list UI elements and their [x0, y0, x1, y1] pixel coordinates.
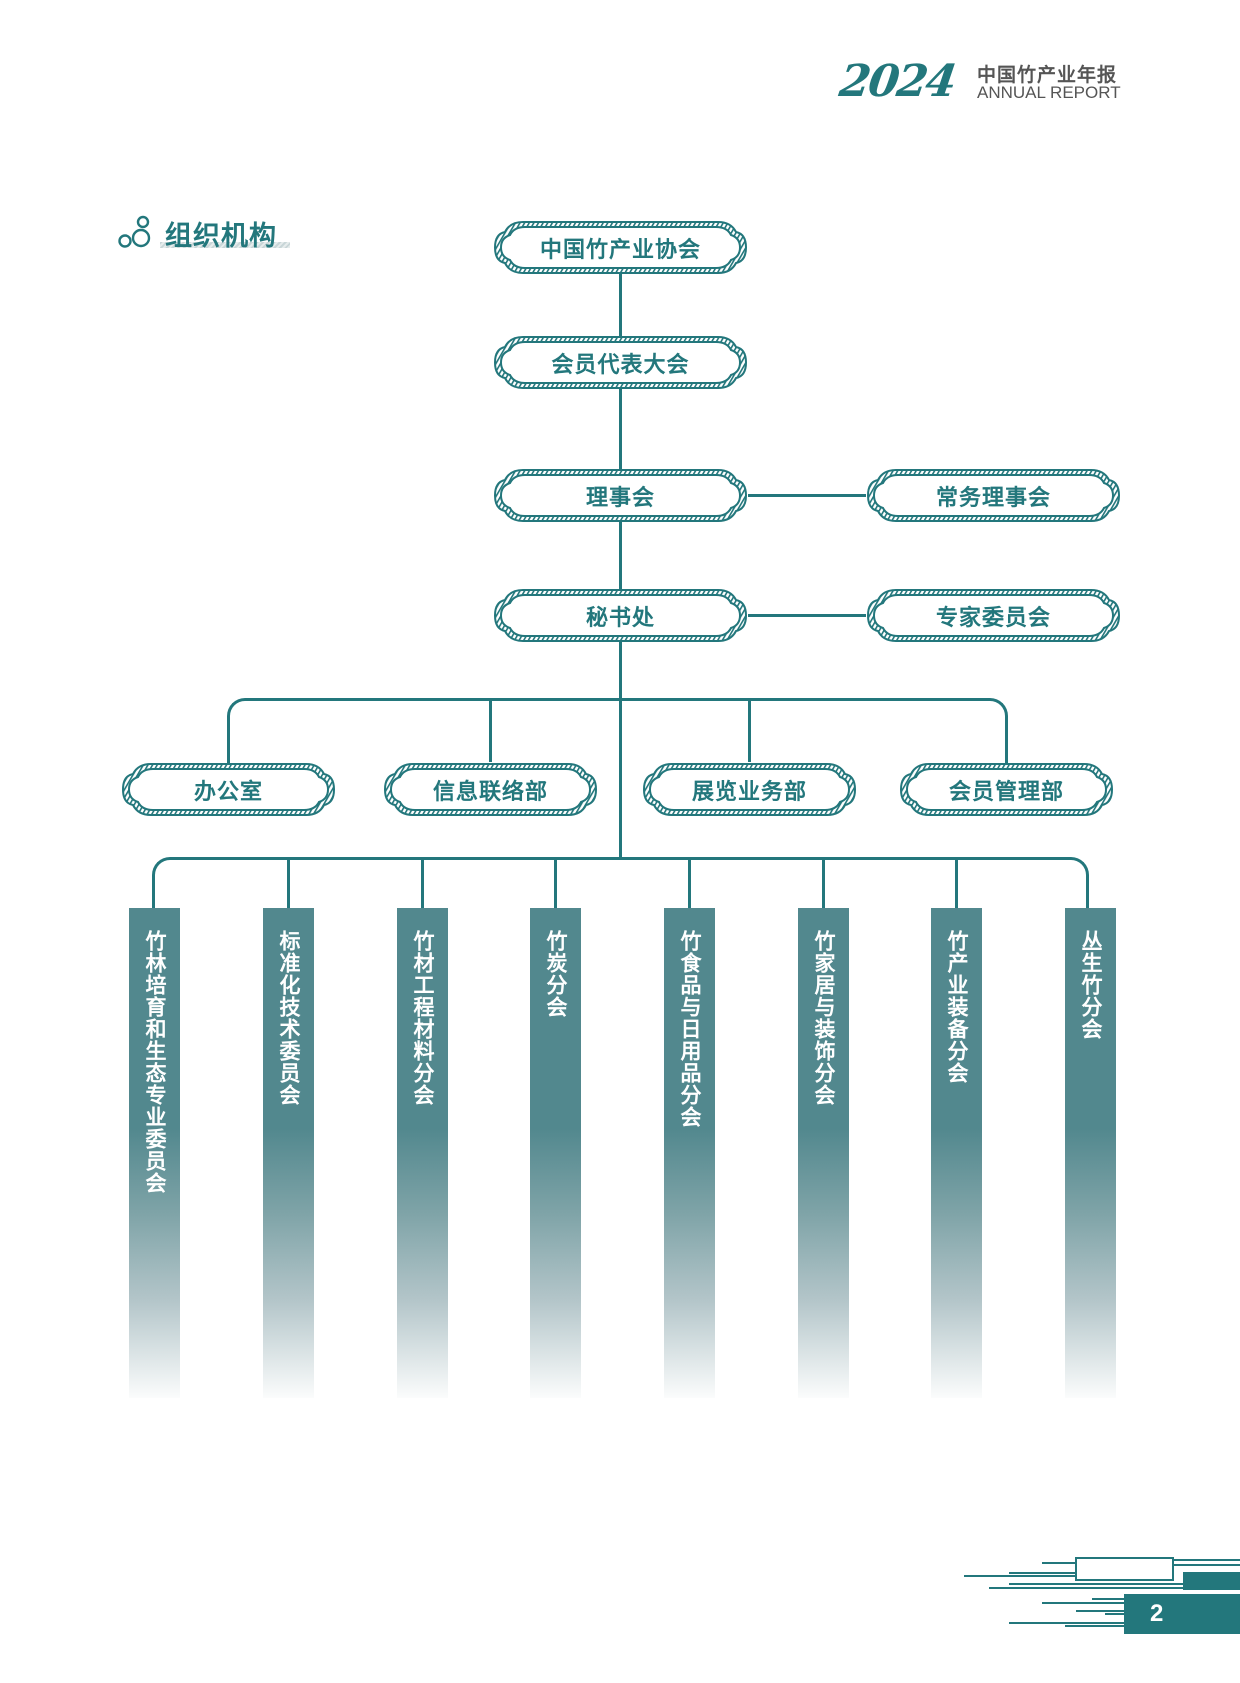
- branch-line-right-corner: [1066, 857, 1089, 911]
- circles-icon: [118, 215, 151, 248]
- node-label: 专家委员会: [935, 605, 1051, 631]
- branch-drop-2: [287, 857, 290, 908]
- node-association[interactable]: 中国竹产业协会: [493, 220, 748, 275]
- node-label: 常务理事会: [935, 485, 1051, 511]
- branch-drop-5: [688, 857, 691, 908]
- node-label: 信息联络部: [432, 779, 548, 805]
- branch-label: 竹家居与装饰分会: [812, 930, 836, 1106]
- ornate-frame-icon: [383, 763, 598, 816]
- branch-home-decor[interactable]: 竹家居与装饰分会: [798, 908, 849, 1398]
- page-number: 2: [1150, 1600, 1164, 1627]
- dept-drop-2: [489, 698, 492, 762]
- branch-line: [170, 857, 1068, 860]
- branch-label: 标准化技术委员会: [277, 930, 301, 1106]
- node-member-congress[interactable]: 会员代表大会: [493, 335, 748, 390]
- node-label: 中国竹产业协会: [539, 237, 701, 263]
- dept-drop-3: [748, 698, 751, 762]
- branch-charcoal[interactable]: 竹炭分会: [530, 908, 581, 1398]
- branch-forest-ecology[interactable]: 竹林培育和生态专业委员会: [129, 908, 180, 1398]
- trunk-line: [619, 274, 622, 859]
- ornate-frame-icon: [493, 589, 748, 642]
- report-year-logo: 2024: [836, 56, 959, 107]
- branch-drop-3: [421, 857, 424, 908]
- node-secretariat[interactable]: 秘书处: [493, 588, 748, 643]
- ornate-frame-icon: [493, 221, 748, 274]
- branch-label: 竹林培育和生态专业委员会: [143, 930, 167, 1194]
- report-title-en: ANNUAL REPORT: [977, 83, 1121, 102]
- node-label: 秘书处: [585, 605, 655, 631]
- branch-food-daily[interactable]: 竹食品与日用品分会: [664, 908, 715, 1398]
- ornate-frame-icon: [866, 469, 1121, 522]
- ornate-frame-icon: [899, 763, 1114, 816]
- branch-line-left-corner: [152, 857, 175, 911]
- dept-office[interactable]: 办公室: [121, 762, 336, 817]
- branch-label: 竹食品与日用品分会: [678, 930, 702, 1128]
- branch-drop-4: [554, 857, 557, 908]
- branch-label: 竹炭分会: [544, 930, 568, 1018]
- branch-clump-bamboo[interactable]: 丛生竹分会: [1065, 908, 1116, 1398]
- branch-label: 竹材工程材料分会: [411, 930, 435, 1106]
- branch-label: 竹产业装备分会: [945, 930, 969, 1084]
- dept-branch-left-corner: [227, 698, 250, 765]
- ornate-frame-icon: [493, 336, 748, 389]
- node-standing-council[interactable]: 常务理事会: [866, 468, 1121, 523]
- node-label: 会员管理部: [948, 779, 1064, 805]
- branch-engineering-materials[interactable]: 竹材工程材料分会: [397, 908, 448, 1398]
- node-label: 展览业务部: [691, 779, 807, 805]
- node-label: 办公室: [193, 779, 263, 805]
- dept-member-management[interactable]: 会员管理部: [899, 762, 1114, 817]
- node-expert-committee[interactable]: 专家委员会: [866, 588, 1121, 643]
- ornate-frame-icon: [121, 763, 336, 816]
- node-label: 会员代表大会: [551, 352, 690, 378]
- page-number-block: 2: [1124, 1594, 1240, 1634]
- ornate-frame-icon: [866, 589, 1121, 642]
- ornate-frame-icon: [642, 763, 857, 816]
- node-council[interactable]: 理事会: [493, 468, 748, 523]
- branch-drop-6: [822, 857, 825, 908]
- branch-equipment[interactable]: 竹产业装备分会: [931, 908, 982, 1398]
- branch-label: 丛生竹分会: [1079, 930, 1103, 1040]
- connector-council-standing: [748, 494, 866, 497]
- dept-branch-line: [245, 698, 988, 701]
- section-title-underline: [160, 242, 290, 248]
- branch-drop-7: [955, 857, 958, 908]
- dept-info-liaison[interactable]: 信息联络部: [383, 762, 598, 817]
- branch-standardization[interactable]: 标准化技术委员会: [263, 908, 314, 1398]
- ornate-frame-icon: [493, 469, 748, 522]
- dept-exhibition[interactable]: 展览业务部: [642, 762, 857, 817]
- section-title: 组织机构: [165, 221, 277, 252]
- connector-secretariat-experts: [748, 614, 866, 617]
- dept-branch-right-corner: [985, 698, 1008, 765]
- node-label: 理事会: [585, 485, 655, 511]
- report-title-cn: 中国竹产业年报: [977, 64, 1118, 86]
